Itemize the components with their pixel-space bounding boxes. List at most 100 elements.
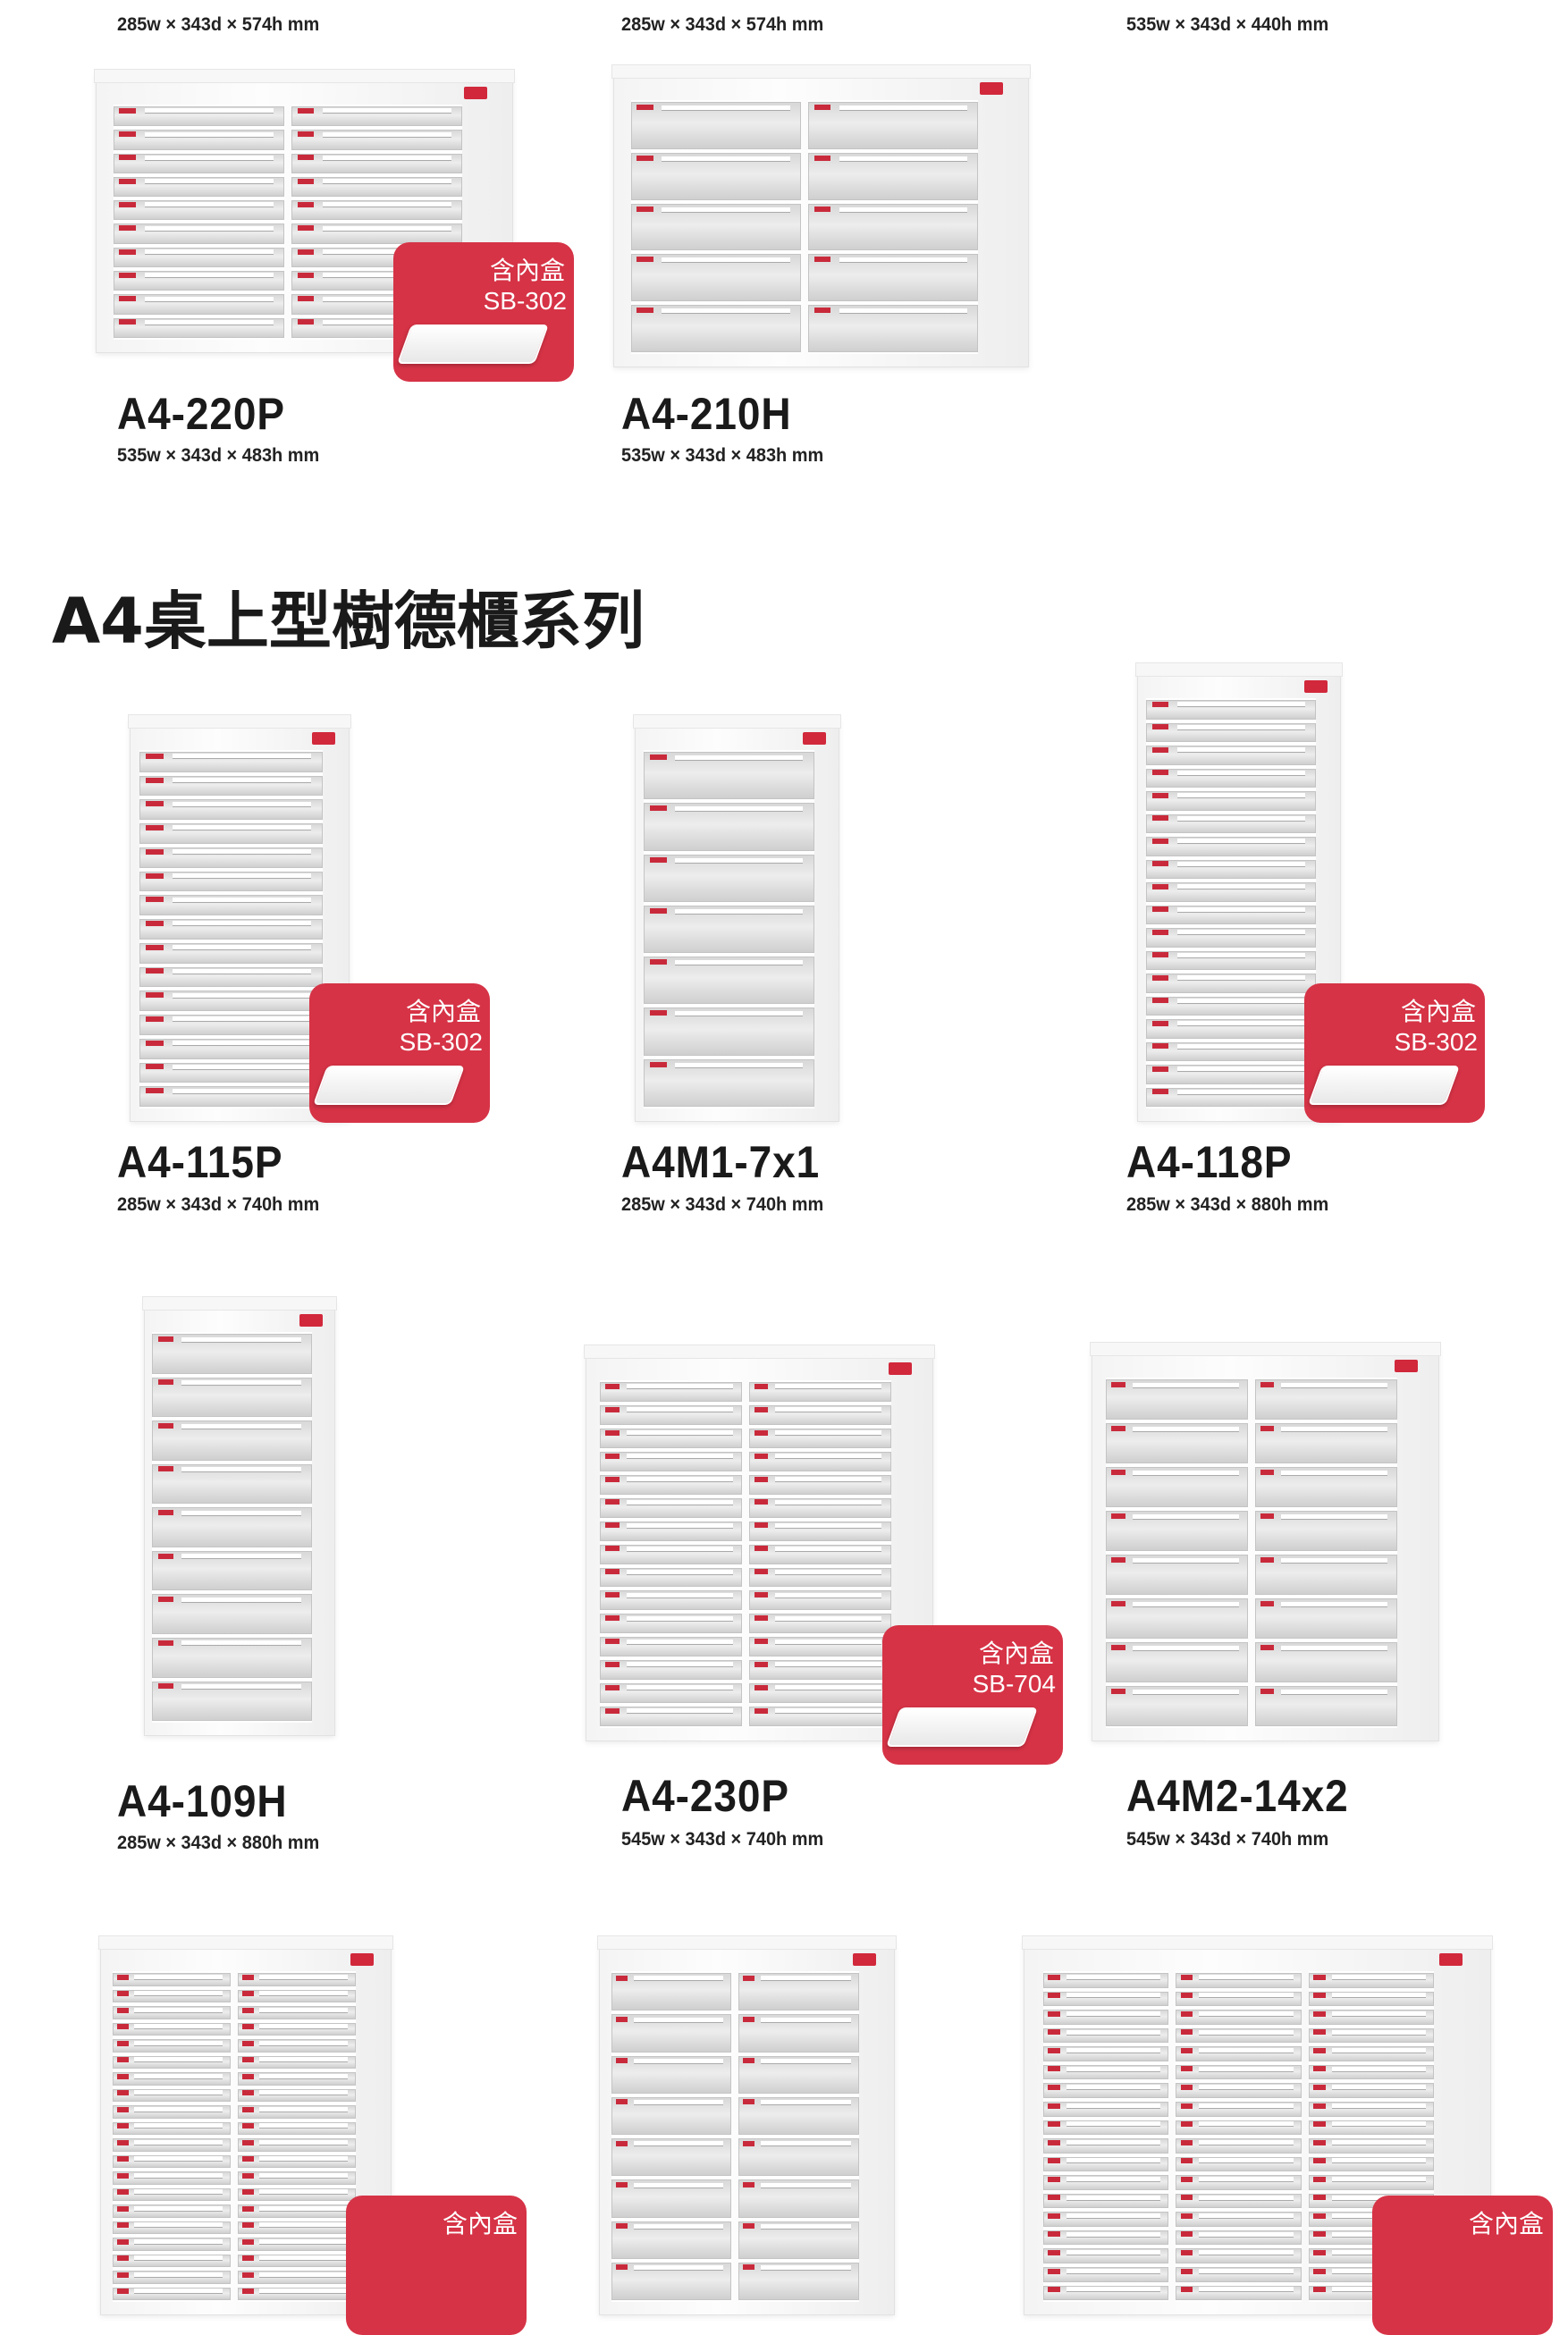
- drawer-column: [1176, 1971, 1302, 2302]
- drawer: [152, 1594, 312, 1634]
- drawer: [1255, 1642, 1397, 1682]
- drawer: [611, 2096, 732, 2135]
- drawer: [139, 966, 323, 988]
- drawer: [1308, 2083, 1435, 2098]
- drawer: [152, 1334, 312, 1374]
- drawer: [1255, 1467, 1397, 1507]
- product-model: A4-230P: [621, 1771, 789, 1821]
- drawer: [1042, 2267, 1169, 2282]
- drawer: [1176, 2285, 1302, 2301]
- badge-label: 含內盒: [489, 256, 565, 285]
- drawer: [139, 1038, 323, 1059]
- drawer: [1042, 2138, 1169, 2154]
- drawer: [238, 2121, 357, 2135]
- drawer: [1308, 2175, 1435, 2190]
- inner-box-badge: 含內盒 SB-302: [393, 242, 574, 382]
- drawer: [749, 1404, 891, 1425]
- drawer: [1042, 2010, 1169, 2025]
- drawer: [139, 895, 323, 916]
- drawer: [600, 1382, 742, 1402]
- drawer: [238, 2088, 357, 2102]
- drawer: [139, 1086, 323, 1108]
- drawer: [1255, 1686, 1397, 1726]
- drawer: [112, 2287, 232, 2300]
- badge-code: SB-704: [972, 1670, 1056, 1698]
- drawer: [644, 803, 814, 851]
- drawer: [1042, 2175, 1169, 2190]
- drawer: [1255, 1598, 1397, 1639]
- drawer-column: [611, 1971, 732, 2302]
- drawer: [1255, 1555, 1397, 1595]
- drawer: [238, 2105, 357, 2119]
- product-dims: 285w × 343d × 574h mm: [621, 14, 824, 35]
- drawer: [807, 305, 979, 352]
- brand-logo: [350, 1953, 374, 1966]
- drawer: [600, 1683, 742, 1704]
- drawer: [749, 1544, 891, 1564]
- drawer: [1106, 1686, 1248, 1726]
- inner-tray-image: [396, 325, 550, 364]
- drawer: [1146, 813, 1316, 833]
- drawer: [1308, 2138, 1435, 2154]
- product-dims: 535w × 343d × 440h mm: [1126, 14, 1329, 35]
- inner-box-badge: 含內盒: [346, 2196, 527, 2335]
- product-image-a4m2-14x2: [1090, 1342, 1441, 1741]
- drawer: [1042, 2156, 1169, 2172]
- inner-box-badge: 含內盒 SB-302: [309, 983, 490, 1123]
- cabinet-top: [94, 69, 515, 83]
- brand-logo: [1394, 1360, 1418, 1372]
- drawer-column: [113, 105, 284, 340]
- drawer: [113, 200, 284, 221]
- drawer: [1308, 2120, 1435, 2136]
- badge-label: 含內盒: [978, 1639, 1054, 1668]
- drawer: [611, 2014, 732, 2053]
- product-model: A4M1-7x1: [621, 1137, 821, 1187]
- drawer-column: [630, 100, 801, 354]
- drawer: [112, 2154, 232, 2168]
- drawer: [112, 2105, 232, 2119]
- drawer-column: [738, 1971, 859, 2302]
- drawer: [1176, 2267, 1302, 2282]
- drawer: [1106, 1555, 1248, 1595]
- drawer: [1146, 746, 1316, 765]
- drawer: [1176, 2156, 1302, 2172]
- drawer: [749, 1521, 891, 1541]
- drawer: [139, 847, 323, 868]
- drawer-column: [1146, 698, 1316, 1108]
- drawer: [152, 1637, 312, 1678]
- drawer: [1106, 1467, 1248, 1507]
- brand-logo: [980, 82, 1004, 95]
- drawer: [1146, 882, 1316, 902]
- drawer: [630, 102, 801, 149]
- drawer: [238, 2187, 357, 2201]
- drawer: [1176, 2120, 1302, 2136]
- product-model: A4-220P: [117, 389, 285, 439]
- drawer: [139, 871, 323, 892]
- drawer: [738, 2055, 859, 2094]
- drawer: [112, 2039, 232, 2053]
- product-image-a4-115p: [128, 714, 351, 1122]
- drawer: [139, 799, 323, 821]
- cabinet-top: [98, 1935, 393, 1950]
- drawer: [611, 2262, 732, 2300]
- drawer-column: [1255, 1378, 1397, 1728]
- drawer: [1176, 1991, 1302, 2007]
- drawer: [1308, 1973, 1435, 1988]
- drawer-column: [238, 1971, 357, 2302]
- drawer: [112, 2055, 232, 2069]
- drawer: [238, 2006, 357, 2019]
- cabinet-top: [611, 64, 1031, 79]
- drawer: [600, 1567, 742, 1588]
- drawer: [1146, 768, 1316, 788]
- drawer: [807, 203, 979, 251]
- drawer: [1146, 722, 1316, 742]
- brand-logo: [888, 1362, 912, 1375]
- drawer: [630, 254, 801, 302]
- drawer: [291, 176, 463, 198]
- drawer: [112, 2221, 232, 2234]
- brand-logo: [803, 732, 827, 745]
- drawer: [1042, 2285, 1169, 2301]
- drawer: [749, 1614, 891, 1634]
- drawer: [238, 2287, 357, 2300]
- product-model: A4M2-14x2: [1126, 1771, 1349, 1821]
